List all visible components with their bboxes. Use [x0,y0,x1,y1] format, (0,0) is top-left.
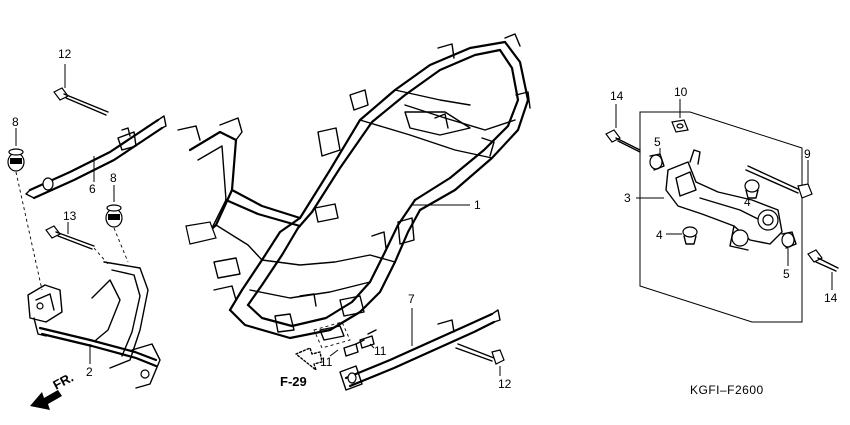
callout-part-9: 9 [804,147,811,161]
stopper-rubber-4-lower [682,226,698,245]
bolt-9 [745,165,813,199]
callout-part-11-left: 11 [320,355,333,369]
bolt-14-left [605,129,641,153]
front-direction-arrow [30,390,62,410]
callout-part-8-center: 8 [110,171,117,185]
flange-bolt-12-top [53,87,109,116]
rear-stay-bar-7 [339,309,501,391]
callout-part-5-top: 5 [654,135,661,149]
bolt-14-right [807,249,839,272]
hanger-bounding-box [639,111,803,323]
nut-10 [671,119,689,133]
collar-5-bottom [781,231,797,249]
callout-part-8-left: 8 [12,115,19,129]
callout-part-6: 6 [89,182,96,196]
flange-bolt-13 [45,225,95,250]
reference-arrow-f29 [295,347,323,371]
callout-part-2: 2 [86,365,93,379]
callout-part-3: 3 [624,191,631,205]
callout-part-5-bottom: 5 [783,267,790,281]
clip-11-right [359,329,377,349]
flange-bolt-12-bottom [455,343,505,365]
bracket-assembly-2 [27,261,161,389]
diagram-code: KGFI–F2600 [690,383,764,397]
callout-part-7: 7 [408,292,415,306]
stopper-rubber-4-top [744,179,760,199]
callout-part-10: 10 [674,85,688,99]
collar-5-top [649,153,665,171]
rubber-8-center [105,204,123,228]
callout-part-12-top: 12 [58,47,72,61]
callout-part-13: 13 [63,209,77,223]
reference-label-f29: F-29 [280,374,307,389]
frame-body [177,33,531,340]
rubber-8-left [7,148,25,172]
callout-part-1: 1 [474,198,481,212]
engine-hanger-3 [665,149,783,251]
callout-part-14-left: 14 [610,89,624,103]
callout-part-14-right: 14 [824,291,838,305]
callout-part-12-bottom: 12 [498,377,512,391]
frame-label-plate [313,321,351,349]
rear-stay-bar-6 [25,115,167,200]
callout-part-4-lower: 4 [656,228,663,242]
callout-part-4-top: 4 [744,195,751,209]
front-marker-label: FR. [50,370,76,393]
callout-part-11-right: 11 [374,344,387,358]
